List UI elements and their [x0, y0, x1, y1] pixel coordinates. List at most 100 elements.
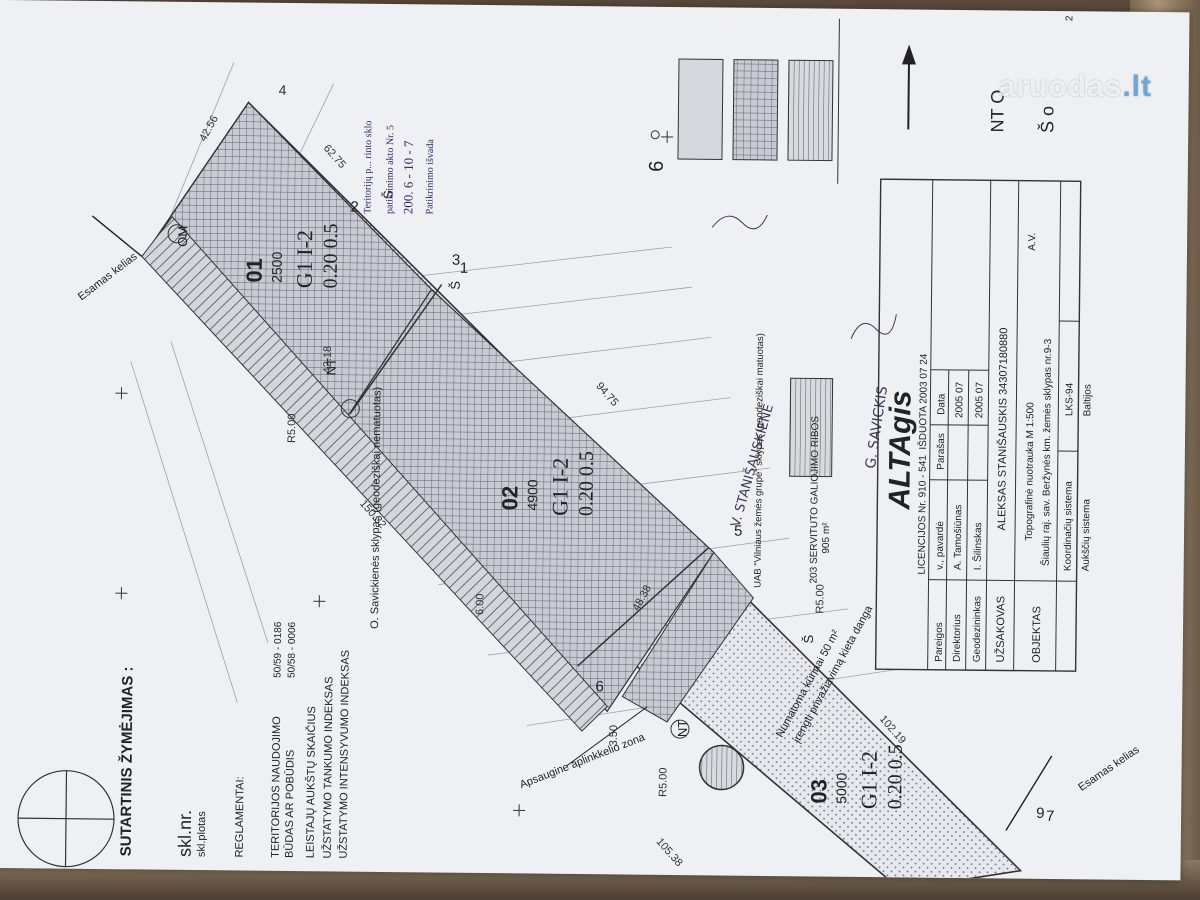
object-label: OBJEKTAS — [1031, 606, 1044, 663]
survey-sheet: 01 2500 G1 I-2 0.20 0.5 02 4900 G1 I-2 0… — [0, 0, 1190, 881]
watermark-logo: aruodas.lt — [999, 70, 1152, 104]
col-date: Data — [936, 393, 947, 415]
object-line-1: Topografinė nuotrauka M 1:500 — [1024, 402, 1036, 541]
plot-01-ratio: 0.20 0.5 — [320, 223, 343, 288]
servitude-area: 905 m² — [821, 522, 832, 554]
signature-scribble — [850, 314, 897, 340]
dim-label: R5.00 — [657, 767, 669, 796]
dim-label: 42.18 — [322, 346, 334, 374]
plot-02-area: 4900 — [524, 479, 540, 511]
group-plot-legend: UAB "Vilniaus žemės grupė" sklypas (geod… — [752, 333, 766, 588]
point-number: 6 — [595, 678, 604, 695]
road-existing-label-2: Esamas kelias — [1076, 744, 1142, 794]
markers: NT NT OM Š Š Š — [167, 190, 816, 739]
plot-02-label: 02 4900 G1 I-2 0.20 0.5 — [497, 451, 598, 516]
point-number: 5 — [734, 523, 743, 540]
plot-02-code: G1 I-2 — [547, 458, 573, 516]
point-number: 9 — [1036, 805, 1045, 822]
sheet-number: 2 — [1064, 15, 1075, 21]
agree-line: BŪDAS AR POBŪDIS — [284, 750, 297, 858]
agree-value: 50/58 - 0006 — [286, 621, 298, 678]
point-number: 3 — [452, 252, 461, 269]
plot-01-nr: 01 — [242, 258, 267, 283]
watermark-tld: .lt — [1122, 70, 1152, 103]
point-numbers: 1 2 3 5 6 7 9 — [350, 199, 1055, 825]
agree-line: skl.nr. — [175, 810, 195, 857]
servitude-legend: 203 SERVITUTO GALIOJIMO RIBOS — [809, 416, 822, 584]
point-number: 7 — [1046, 808, 1055, 825]
dim-label: 105.38 — [654, 836, 685, 869]
approval-stamp: Teritorijų p... rinto sklo patikrinimo a… — [362, 121, 436, 215]
row-name: A. Tamošiūnas — [953, 505, 965, 571]
marker-s: Š — [448, 281, 463, 290]
marker-om: OM — [175, 226, 190, 247]
row-date: 2005 07 — [974, 382, 985, 419]
license-issued: IŠDUOTA 2003 07 24 — [916, 353, 930, 450]
approval-line: Teritorijų p... rinto sklo — [362, 121, 374, 214]
agree-line: LEISTAJŲ AUKŠTŲ SKAIČIUS — [304, 706, 319, 858]
north-arrow: NT O Š o — [901, 44, 1058, 133]
approval-line: patikrinimo akto Nr. 5 — [384, 125, 396, 214]
dim-label: 94.75 — [593, 380, 620, 409]
agree-line: skl.plotas — [196, 811, 208, 857]
license: LICENCIJOS Nr. 910 - 541 — [917, 455, 929, 575]
plot-03-code: G1 I-2 — [856, 751, 882, 809]
point-number: 1 — [460, 260, 469, 277]
col-name: v., pavardė — [935, 521, 947, 570]
row-date: 2005 07 — [954, 381, 965, 418]
marker-s: Š — [801, 634, 816, 643]
plot-03-nr: 03 — [806, 779, 831, 804]
agree-line: UŽSTATYMO INTENSYVUMO INDEKSAS — [337, 650, 352, 859]
signatures: V. STANIŠAUSKIENĖ G. SAVICKIS — [711, 214, 897, 529]
sav-plot-label: O. Savickienės sklypas (geodeziškai nema… — [369, 387, 384, 629]
plot-03-area: 5000 — [833, 772, 849, 804]
object-line-2: Šiaulių raj. sav. Beržynės km. žemės skl… — [1039, 338, 1054, 566]
plot-03-ratio: 0.20 0.5 — [884, 744, 907, 809]
plot-01-area: 2500 — [269, 251, 285, 283]
frame-line — [837, 18, 840, 184]
customer-value: ALEKSAS STANIŠAUSKIS 34307180880 — [995, 328, 1010, 531]
height-label: Aukščių sistema — [1081, 499, 1093, 572]
company-logo: ALTAgis — [883, 390, 917, 510]
watermark-site: aruodas — [998, 70, 1123, 103]
signature-scribble — [711, 214, 768, 230]
agree-value: 50/59 - 0186 — [272, 621, 284, 678]
plot-03-label: 03 5000 G1 I-2 0.20 0.5 — [806, 744, 907, 809]
agree-line: TERITORIJOS NAUDOJIMO — [270, 716, 283, 858]
agree-line: REGLAMENTAI: — [234, 776, 247, 857]
agreement-legend: SUTARTINIS ŽYMĖJIMAS : skl.nr. skl.plota… — [117, 387, 384, 859]
plot-01-code: G1 I-2 — [292, 230, 318, 288]
agree-line: UŽSTATYMO TANKUMO INDEKSAS — [321, 676, 336, 858]
dim-label: 62.75 — [321, 142, 348, 171]
coord-label: Koordinačių sistema — [1063, 481, 1075, 572]
dim-label: R5.00 — [286, 414, 298, 443]
dim-label: 6.00 — [474, 594, 486, 616]
road-existing-label: Esamas kelias — [76, 250, 140, 303]
customer-label: UŽSAKOVAS — [994, 596, 1008, 663]
dim-label: 4 — [279, 82, 287, 98]
title-block: ALTAgis LICENCIJOS Nr. 910 - 541 IŠDUOTA… — [874, 15, 1094, 672]
signature-staniskauskiene: V. STANIŠAUSKIENĖ — [728, 402, 778, 528]
coord-value: LKS-94 — [1064, 382, 1075, 416]
dim-label: R5.00 — [814, 584, 826, 613]
plot-02-nr: 02 — [497, 486, 522, 511]
compass-rose — [17, 770, 115, 868]
marker-nt: NT — [324, 358, 339, 376]
row-name: I. Šilinskas — [971, 522, 984, 570]
parcel-strip — [141, 101, 1023, 881]
col-position: Pareigos — [934, 622, 945, 662]
grid-crosses — [115, 130, 674, 817]
protect-zone-label: Apsaugine aplinkkelio zona — [518, 731, 647, 791]
legend-number: 6 — [646, 161, 668, 172]
row-position: Direktorius — [952, 614, 963, 662]
plot-02-ratio: 0.20 0.5 — [575, 451, 598, 516]
north-label-2: Š o — [1036, 106, 1057, 133]
marker-s: Š — [381, 190, 396, 199]
north-label: NT O — [987, 90, 1007, 133]
dim-label: 3.50 — [608, 725, 620, 747]
row-position: Geodezininkas — [972, 596, 984, 662]
height-value: Baltijos — [1082, 384, 1093, 416]
survey-drawing: 01 2500 G1 I-2 0.20 0.5 02 4900 G1 I-2 0… — [17, 15, 1142, 881]
legend-samples: 203 SERVITUTO GALIOJIMO RIBOS 905 m² UAB… — [646, 58, 834, 588]
